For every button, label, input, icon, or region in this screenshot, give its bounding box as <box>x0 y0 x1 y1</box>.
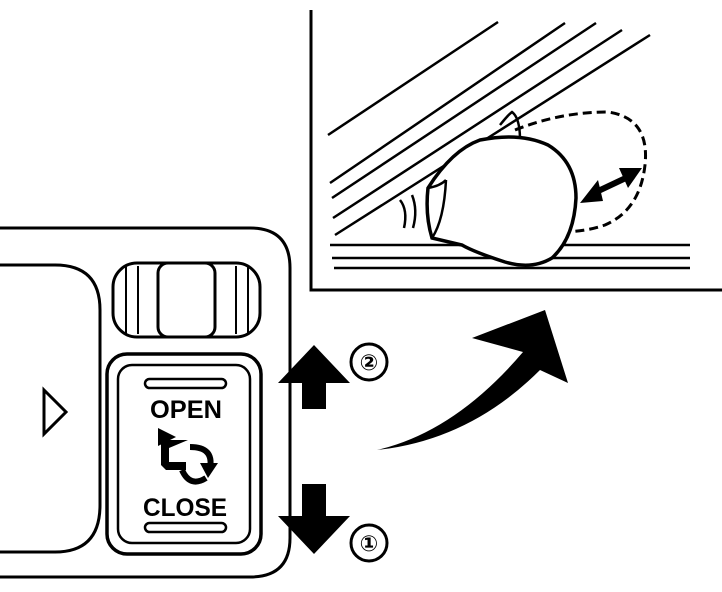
close-label: CLOSE <box>143 494 227 522</box>
open-label: OPEN <box>150 396 222 424</box>
sunroof-switch[interactable]: OPEN CLOSE <box>105 352 263 556</box>
secondary-switch[interactable] <box>111 261 262 339</box>
double-headed-arrow-icon <box>580 168 642 203</box>
arrow-down-icon <box>278 484 350 554</box>
console-panel <box>0 226 292 579</box>
sunroof-tilt-icon <box>158 428 218 485</box>
step-one-marker: ① <box>349 523 389 563</box>
step-two-marker: ② <box>349 342 389 382</box>
triangle-right-icon <box>42 386 69 438</box>
arrow-up-icon <box>278 345 350 409</box>
step-one-number: ① <box>360 532 379 557</box>
sunroof-inset <box>309 10 722 292</box>
curved-arrow-icon <box>377 310 568 450</box>
sunroof-knob[interactable] <box>425 135 578 267</box>
step-two-number: ② <box>360 351 379 376</box>
